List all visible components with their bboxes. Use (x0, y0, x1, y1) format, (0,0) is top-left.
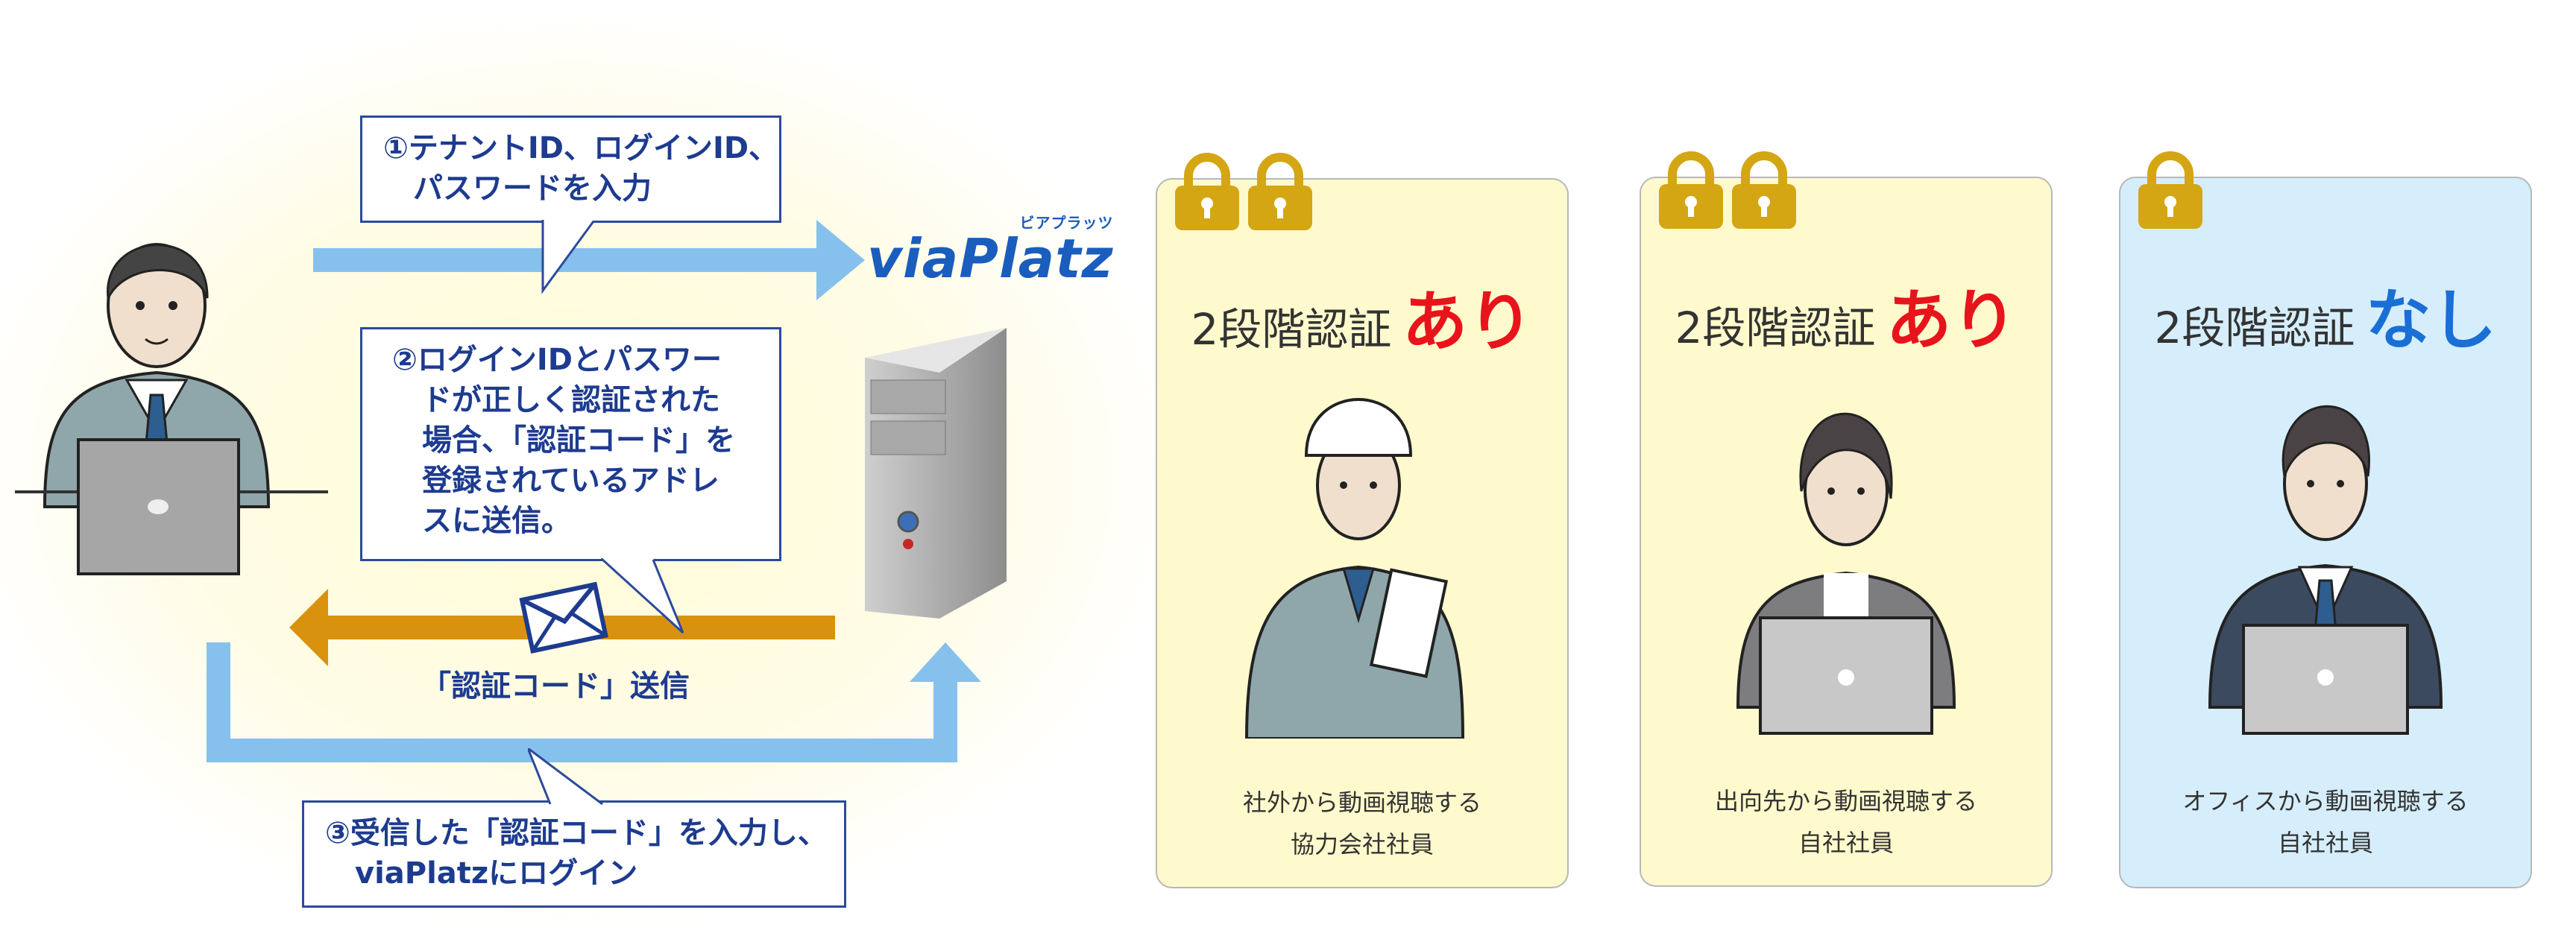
card-caption: 出向先から動画視聴する自社社員 (1641, 780, 2051, 864)
card-2fa-partner: 2段階認証あり 社外から動画視聴する協力会社社員 (1156, 153, 1569, 888)
flow-arrows (207, 220, 981, 762)
step3-line1: ③受信した「認証コード」を入力し、 (325, 816, 828, 850)
lock-icon (1659, 151, 1723, 229)
caption-line2: 自社社員 (2277, 829, 2373, 857)
envelope-icon (519, 581, 608, 654)
card-caption: オフィスから動画視聴する自社社員 (2120, 780, 2531, 864)
businesswoman-laptop-illustration (1736, 412, 1956, 735)
caption-line2: 自社社員 (1798, 829, 1894, 857)
code-send-label: 「認証コード」送信 (421, 669, 690, 704)
card-no-2fa-office: 2段階認証なし オフィスから動画視聴する自社社員 (2119, 151, 2532, 888)
caption-line2: 協力会社社員 (1290, 830, 1434, 859)
card-2fa-seconded: 2段階認証あり 出向先から動画視聴する自社社員 (1640, 151, 2053, 887)
lock-icon (1175, 153, 1239, 230)
viaplatz-logo: viaPlatz ビアプラッツ (867, 214, 1114, 290)
lock-icon (1248, 153, 1312, 230)
caption-line1: 出向先から動画視聴する (1714, 787, 1977, 815)
card-status: あり (1402, 283, 1534, 360)
step1-line2: パスワードを入力 (413, 171, 652, 206)
server-icon (865, 328, 1007, 619)
step2-bubble: ②ログインIDとパスワー ドが正しく認証された 場合、「認証コード」を 登録され… (360, 327, 781, 634)
card-heading: 2段階認証あり (1157, 269, 1567, 364)
logo-text: viaPlatz (867, 227, 1114, 290)
lock-group (2137, 148, 2204, 230)
card-title: 2段階認証 (1675, 303, 1876, 353)
bubble-tail (528, 748, 603, 805)
step2-line5: スに送信。 (422, 504, 571, 538)
user-at-laptop-illustration (15, 243, 328, 575)
office-worker-laptop-illustration (2208, 405, 2443, 735)
step2-line4: 登録されているアドレ (422, 464, 719, 498)
caption-line1: オフィスから動画視聴する (2182, 787, 2469, 815)
bubble-tail (601, 558, 684, 634)
card-caption: 社外から動画視聴する協力会社社員 (1157, 782, 1567, 865)
card-status: なし (2365, 282, 2497, 358)
lock-icon (2138, 151, 2202, 229)
step2-line2: ドが正しく認証された (422, 383, 720, 417)
card-heading: 2段階認証あり (1641, 268, 2051, 362)
lock-group (1174, 150, 1314, 232)
construction-worker-illustration (1244, 398, 1465, 739)
lock-group (1657, 148, 1798, 230)
card-status: あり (1886, 282, 2018, 358)
step1-line1: ①テナントID、ログインID、 (383, 131, 779, 165)
caption-line1: 社外から動画視聴する (1242, 788, 1481, 817)
logo-ruby: ビアプラッツ (1019, 214, 1114, 232)
arrow-login-return (207, 642, 981, 762)
step1-bubble: ①テナントID、ログインID、 パスワードを入力 (360, 116, 781, 294)
step2-line1: ②ログインIDとパスワー (392, 343, 722, 377)
lock-icon (1732, 151, 1796, 229)
step2-line3: 場合、「認証コード」を (422, 423, 735, 458)
bubble-tail (541, 220, 595, 294)
step3-line2: viaPlatzにログイン (355, 856, 638, 891)
card-title: 2段階認証 (2154, 303, 2355, 353)
card-heading: 2段階認証なし (2120, 268, 2531, 362)
card-title: 2段階認証 (1191, 304, 1392, 355)
step3-bubble: ③受信した「認証コード」を入力し、 viaPlatzにログイン (302, 748, 846, 908)
